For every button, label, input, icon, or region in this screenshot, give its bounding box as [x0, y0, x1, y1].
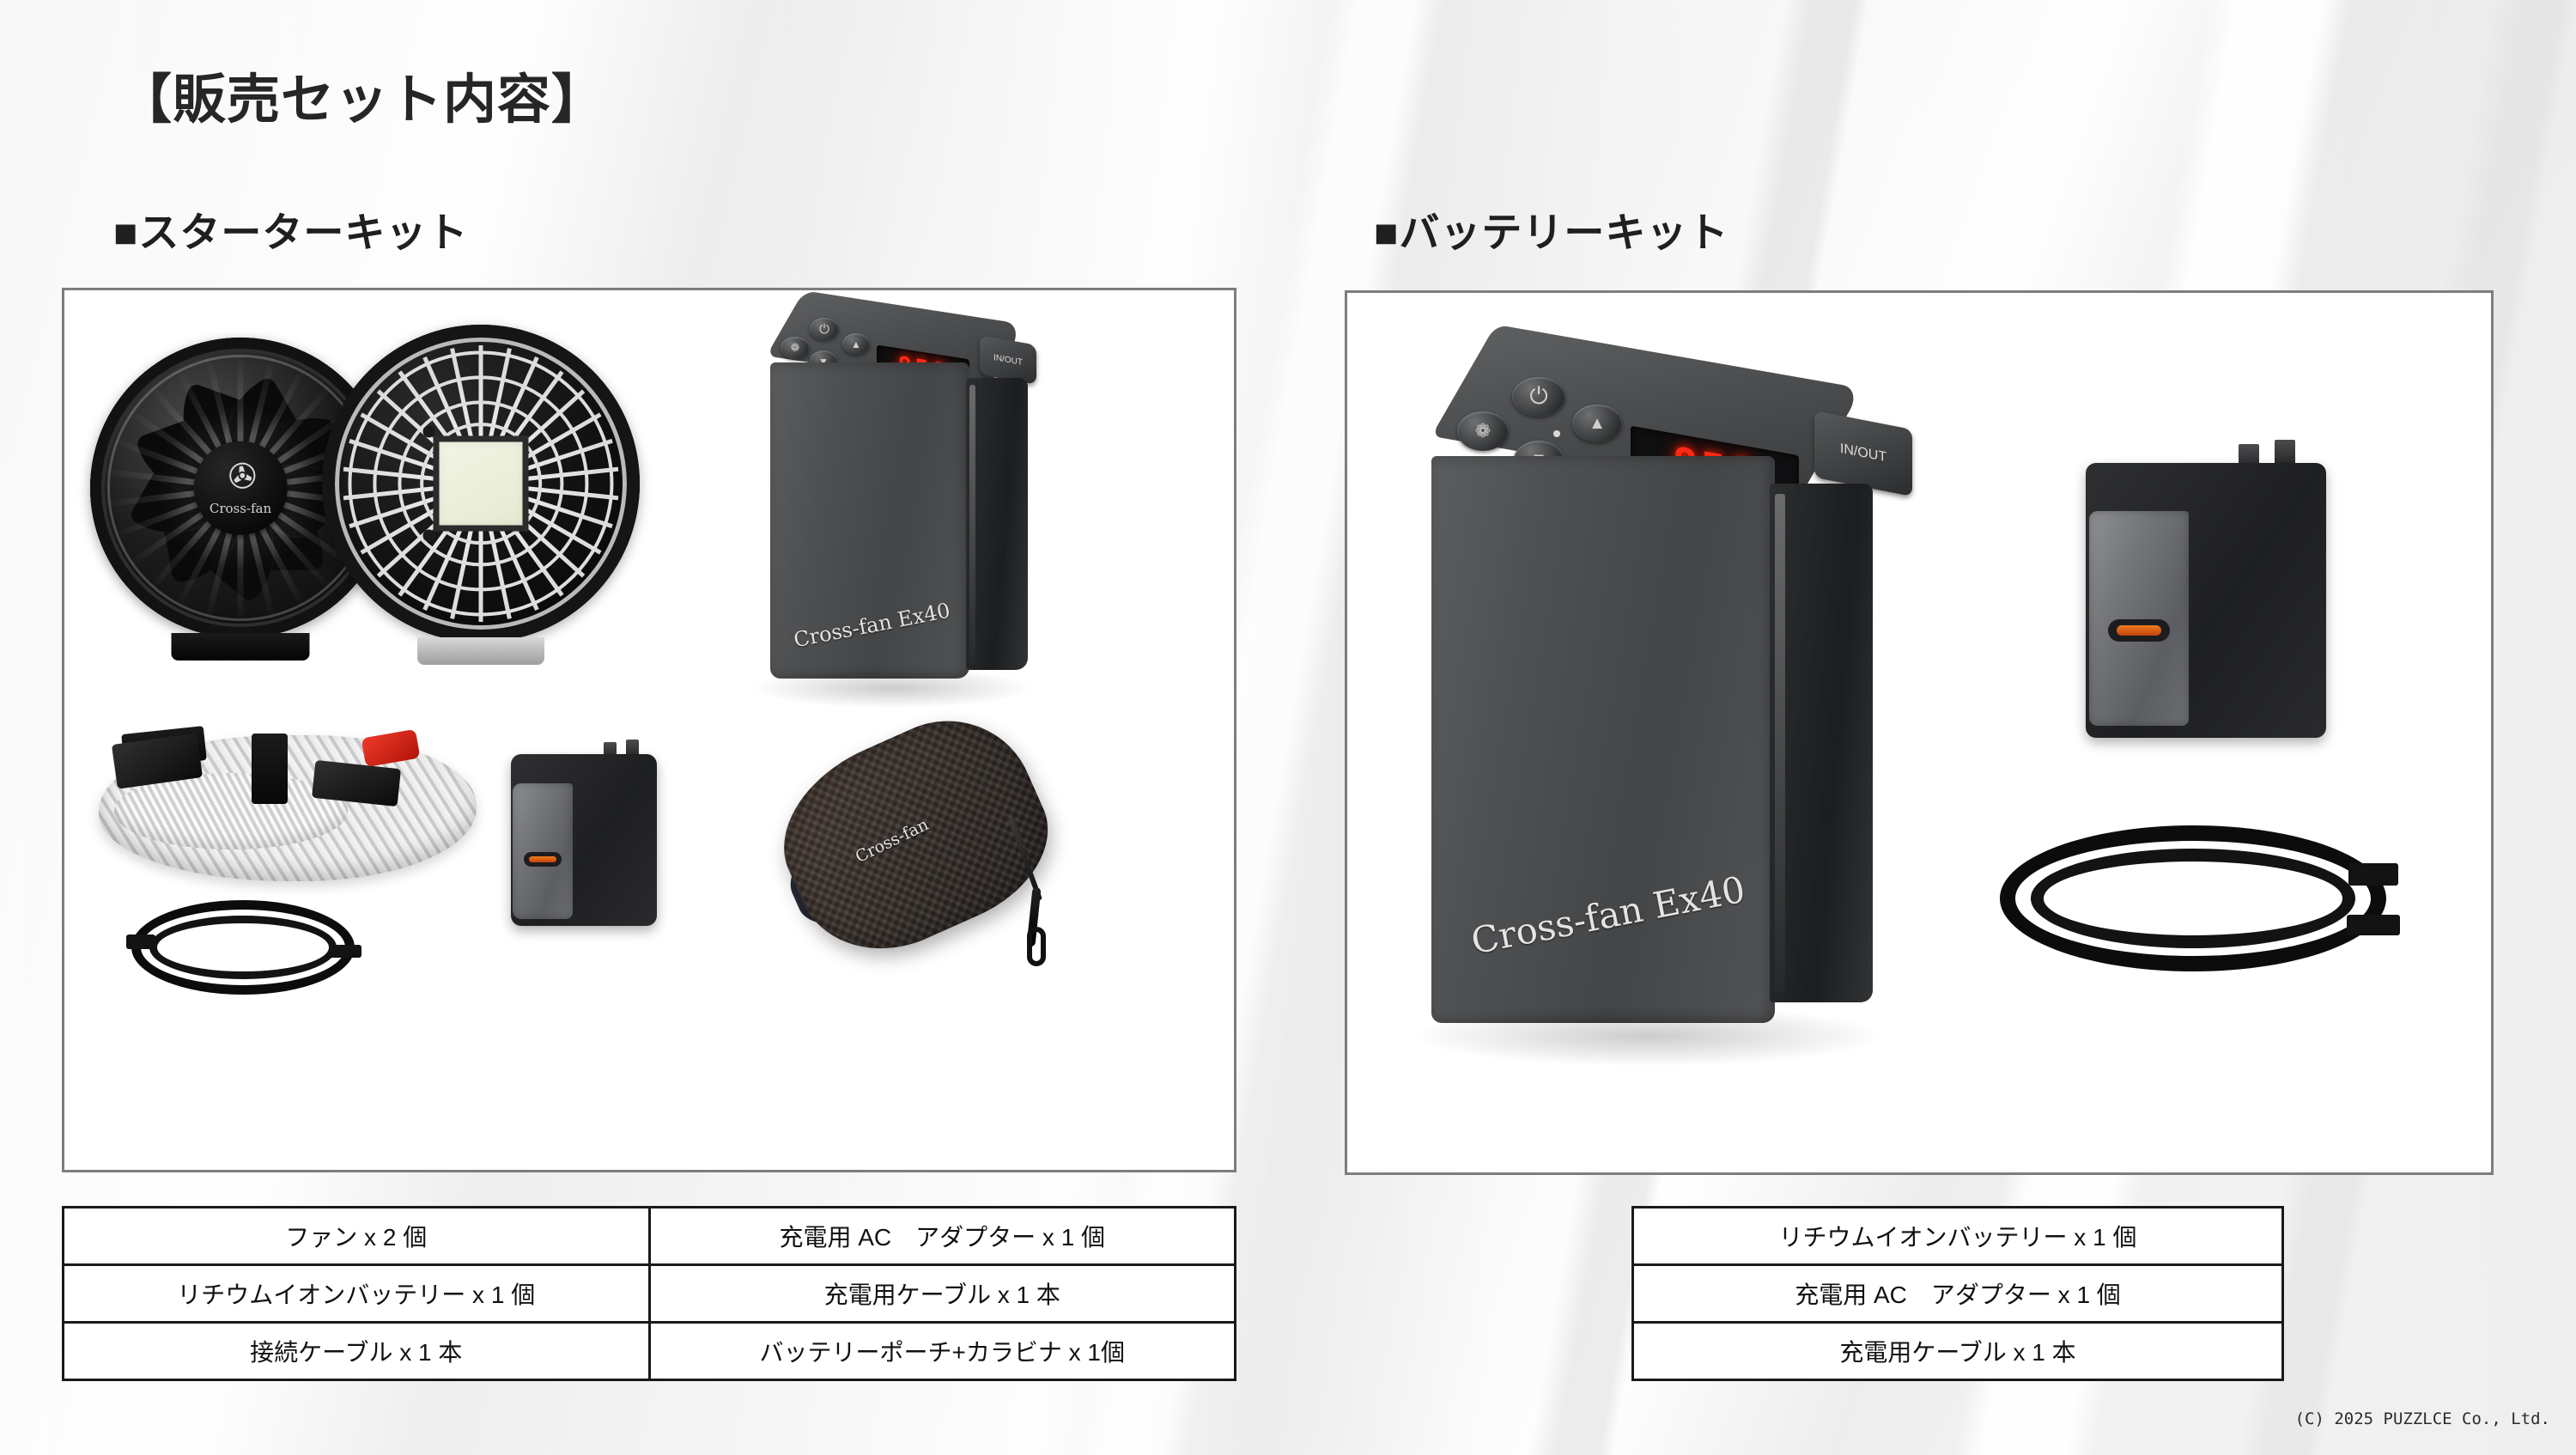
table-cell: ファン x 2 個: [62, 1206, 651, 1266]
table-cell: 接続ケーブル x 1 本: [62, 1321, 651, 1381]
battery-edge-highlight: [969, 385, 975, 665]
fan-mode-button[interactable]: ❁: [1457, 411, 1509, 451]
indicator-led: [1553, 430, 1560, 437]
copyright-notice: (C) 2025 PUZZLCE Co., Ltd.: [2294, 1409, 2550, 1428]
cable-loop-inner: [2031, 849, 2355, 948]
fan-stand: [171, 633, 310, 661]
fan-stand: [417, 637, 544, 665]
battery-kit-contents-table: リチウムイオンバッテリー x 1 個 充電用 AC アダプター x 1 個 充電…: [1631, 1206, 2284, 1381]
cable-tip-b: [329, 945, 361, 958]
power-button[interactable]: ⏻: [1512, 377, 1565, 417]
section-heading-starter-kit: ■スターターキット: [113, 210, 469, 255]
crossfan-logo-icon: ✇: [226, 455, 255, 499]
cable-tip-b: [2347, 915, 2400, 935]
table-row: 充電用 AC アダプター x 1 個: [1631, 1263, 2284, 1324]
table-cell: 充電用ケーブル x 1 本: [647, 1263, 1236, 1324]
cable-tip-a: [126, 934, 155, 949]
product-battery-pack: ⏻ ❁ ▲ ▼ 858 WIND COOL BATT IN/OUT FAN OU…: [755, 290, 1095, 708]
battery-edge-highlight: [1775, 494, 1785, 992]
table-row: ファン x 2 個 充電用 AC アダプター x 1 個: [62, 1206, 1236, 1266]
table-cell: 充電用 AC アダプター x 1 個: [647, 1206, 1236, 1266]
adapter-front-face: [2089, 511, 2189, 726]
cable-loop-inner: [149, 915, 337, 980]
usb-c-port[interactable]: [524, 852, 562, 867]
cable-bundle-inner: [113, 773, 349, 849]
table-row: 充電用ケーブル x 1 本: [1631, 1321, 2284, 1381]
up-button[interactable]: ▲: [842, 333, 870, 355]
product-ac-adapter: [2086, 440, 2326, 738]
adapter-front-face: [513, 783, 573, 919]
battery-drop-shadow: [755, 668, 1030, 708]
product-connection-cable: [99, 726, 477, 881]
fan-mode-button[interactable]: ❁: [781, 337, 810, 359]
table-row: リチウムイオンバッテリー x 1 個 充電用ケーブル x 1 本: [62, 1263, 1236, 1324]
product-battery-pack-large: ⏻ ❁ ▲ ▼ 858 WIND COOL BATT IN/OUT FAN OU…: [1416, 324, 1983, 1066]
carabiner-clip: [1027, 926, 1046, 966]
table-cell: リチウムイオンバッテリー x 1 個: [1631, 1206, 2284, 1266]
fan-hub: ✇ Cross-fan: [193, 441, 288, 535]
battery-side-face: [966, 378, 1028, 670]
starter-kit-contents-table: ファン x 2 個 充電用 AC アダプター x 1 個 リチウムイオンバッテリ…: [62, 1206, 1236, 1381]
cable-velcro-strap: [252, 734, 288, 804]
fan-hub-brand-text: Cross-fan: [209, 500, 272, 516]
table-cell: 充電用ケーブル x 1 本: [1631, 1321, 2284, 1381]
battery-side-face: [1770, 484, 1873, 1002]
product-charging-cable: [126, 900, 361, 995]
table-cell: 充電用 AC アダプター x 1 個: [1631, 1263, 2284, 1324]
product-fan-rear: [322, 325, 640, 665]
product-charging-cable: [2000, 825, 2400, 971]
product-battery-pouch: Cross-fan: [756, 692, 1072, 979]
table-row: 接続ケーブル x 1 本 バッテリーポーチ+カラビナ x 1個: [62, 1321, 1236, 1381]
page-title: 【販売セット内容】: [118, 70, 606, 130]
table-row: リチウムイオンバッテリー x 1 個: [1631, 1206, 2284, 1266]
up-button[interactable]: ▲: [1572, 405, 1622, 442]
fan-rim: [322, 325, 640, 642]
table-cell: リチウムイオンバッテリー x 1 個: [62, 1263, 651, 1324]
product-ac-adapter: [511, 740, 657, 926]
table-cell: バッテリーポーチ+カラビナ x 1個: [647, 1321, 1236, 1381]
battery-drop-shadow: [1416, 1006, 1880, 1066]
power-button[interactable]: ⏻: [810, 318, 839, 340]
starter-kit-photo-panel: ✇ Cross-fan ⏻ ❁ ▲ ▼ 858 WIND COOL: [62, 288, 1236, 1172]
battery-front-face: [1431, 456, 1775, 1023]
battery-front-face: [770, 362, 969, 679]
section-heading-battery-kit: ■バッテリーキット: [1374, 210, 1729, 255]
battery-kit-photo-panel: ⏻ ❁ ▲ ▼ 858 WIND COOL BATT IN/OUT FAN OU…: [1345, 290, 2494, 1175]
usb-c-port[interactable]: [2108, 619, 2170, 642]
cable-tip-a: [2348, 863, 2398, 886]
